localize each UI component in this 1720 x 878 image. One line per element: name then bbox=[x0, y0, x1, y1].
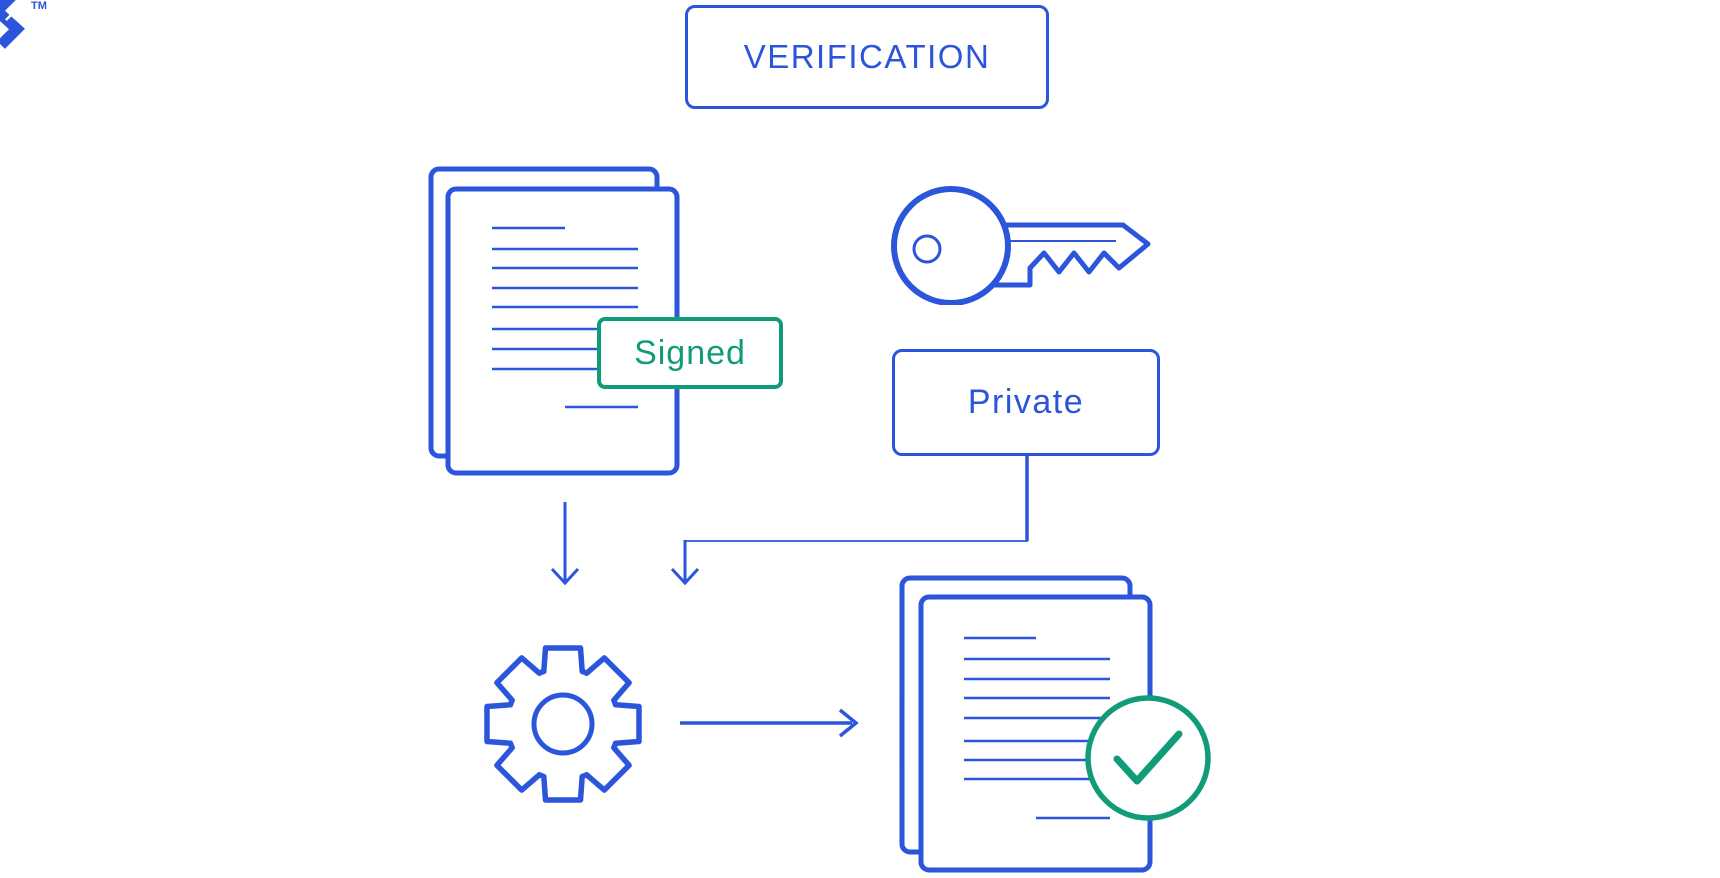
right-arrow-icon bbox=[680, 708, 859, 738]
key-icon bbox=[891, 186, 1151, 305]
private-label: Private bbox=[967, 383, 1085, 421]
signed-badge: Signed bbox=[597, 317, 783, 389]
verification-title: VERIFICATION bbox=[743, 38, 991, 75]
verified-documents-icon bbox=[899, 575, 1211, 873]
verification-title-box: VERIFICATION bbox=[685, 5, 1049, 109]
gear-icon bbox=[484, 645, 642, 803]
logo-mark-icon bbox=[0, 0, 25, 49]
check-icon bbox=[1085, 695, 1211, 821]
gear-path bbox=[484, 645, 642, 803]
signed-label: Signed bbox=[634, 333, 746, 372]
trademark-text: TM bbox=[31, 0, 47, 12]
logo-mark: TM bbox=[0, 0, 70, 60]
elbow-connector-arrow-icon bbox=[670, 456, 1029, 586]
signed-documents-icon bbox=[428, 166, 680, 476]
down-arrow-icon bbox=[550, 502, 580, 586]
private-badge: Private bbox=[892, 349, 1160, 456]
